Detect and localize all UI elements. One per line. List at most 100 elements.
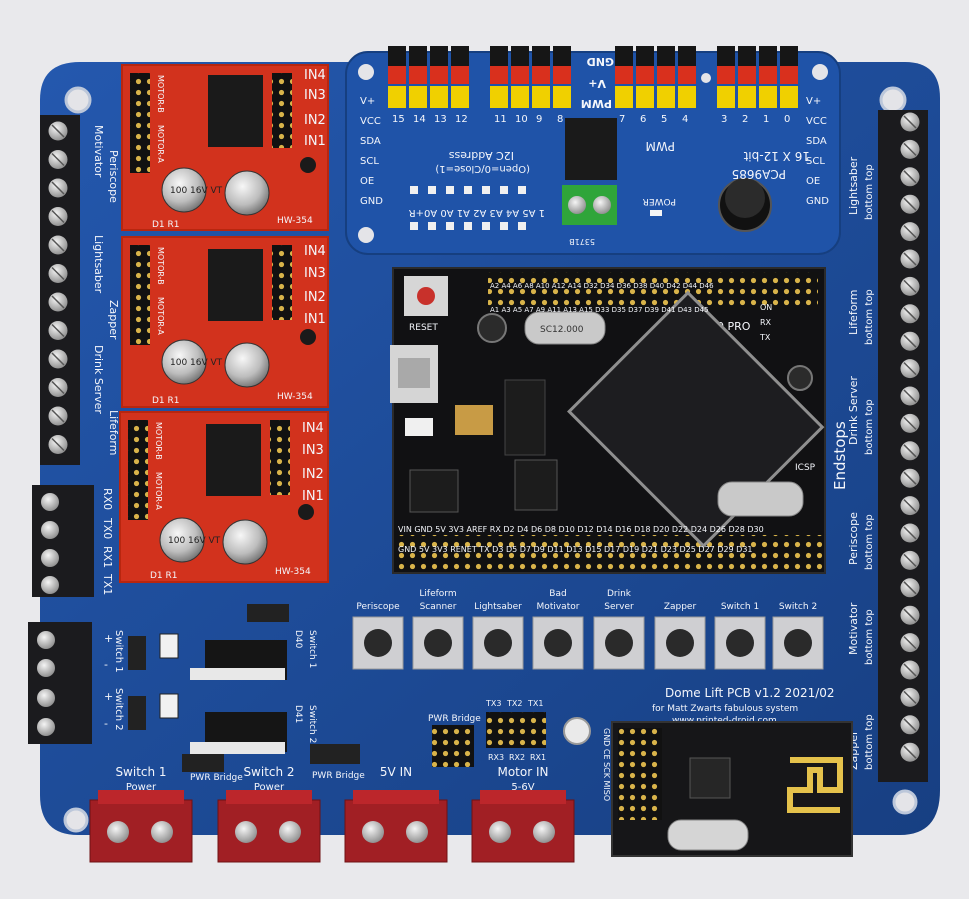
pwm-board: GND V+ PWM PWM 16 X 12-bit PCA9685 POWER… [345, 46, 841, 255]
left-terminal-block [40, 115, 80, 465]
button-cap[interactable] [424, 629, 452, 657]
switch-terminal-block: + - + - Switch 1 Switch 2 [28, 622, 124, 744]
push-button-periscope[interactable]: Periscope [352, 602, 404, 670]
button-label: Lifeform [419, 589, 456, 599]
right-label-1: Lifeform [847, 290, 860, 335]
jumpers: PWR Bridge TX3 TX2 TX1 RX3 RX2 RX1 PWR B… [190, 699, 591, 783]
button-cap[interactable] [364, 629, 392, 657]
reset-label: RESET [409, 323, 438, 333]
pwm-label: PWM [581, 97, 612, 110]
button-cap[interactable] [605, 629, 633, 657]
power-terminal-label: 5V IN [380, 765, 412, 779]
header-black [532, 46, 550, 66]
screw-slot [903, 526, 917, 540]
button-cap[interactable] [784, 629, 812, 657]
button-label: Bad [549, 589, 566, 599]
mosfet-2-sub: Switch 2 [307, 705, 317, 743]
terminal-top [226, 790, 312, 804]
header-yellow [678, 86, 696, 108]
i2c-pad [464, 222, 472, 230]
button-label: Lightsaber [474, 602, 522, 612]
tx1-label: TX1 [527, 699, 543, 708]
power-terminal-label: Motor IN [497, 765, 548, 779]
switch-block-label-0: Switch 1 [113, 630, 124, 673]
header-black [511, 46, 529, 66]
mega-top-pins-2: A1 A3 A5 A7 A9 A11 A13 A15 D33 D35 D37 D… [490, 306, 709, 314]
push-button-switch-1[interactable]: Switch 1 [714, 602, 766, 670]
push-button-zapper[interactable]: Zapper [654, 602, 706, 670]
pwm-left-pin-label: OE [360, 176, 374, 187]
reset-button[interactable] [417, 287, 435, 305]
screw-slot [903, 362, 917, 376]
screw-slot [903, 170, 917, 184]
screw-slot [51, 124, 65, 138]
push-button-lightsaber[interactable]: Lightsaber [472, 602, 524, 670]
power-terminal-sub: 5-6V [511, 782, 534, 793]
header-yellow [780, 86, 798, 108]
header-black [657, 46, 675, 66]
screw-slot [903, 636, 917, 650]
pca9685-chip [565, 118, 617, 180]
button-label: Switch 1 [721, 602, 759, 612]
screw-slot [51, 181, 65, 195]
screw-slot [903, 444, 917, 458]
i2c-pad [410, 222, 418, 230]
cap-text: 100 16V VT [168, 536, 221, 546]
push-button-switch-2[interactable]: Switch 2 [772, 602, 824, 670]
driver-model: HW-354 [277, 392, 313, 402]
right-label-3: Periscope [847, 512, 860, 565]
terminal-screw [151, 821, 173, 843]
header-black [717, 46, 735, 66]
header-red [657, 66, 675, 84]
button-cap[interactable] [726, 629, 754, 657]
screw-slot [51, 152, 65, 167]
left-label-2: Lightsaber [92, 235, 105, 294]
pwr-bridge-small-1: PWR Bridge [190, 773, 243, 783]
i2c-pad [428, 186, 436, 194]
driver-in4: IN4 [302, 421, 324, 436]
pwm-channel-number: 7 [619, 114, 625, 125]
driver-motor-b: MOTOR-B [154, 422, 163, 460]
pwm-channel-number: 3 [721, 114, 727, 125]
i2c-pad [518, 186, 526, 194]
terminal-screw [279, 821, 301, 843]
switch-pin-3: - [104, 717, 108, 730]
screw-slot [51, 295, 65, 309]
header-yellow [490, 86, 508, 108]
terminal-body [344, 799, 448, 863]
left-label-1: Periscope [107, 150, 120, 203]
header-yellow [511, 86, 529, 108]
right-sub-2: bottom top [864, 399, 875, 455]
pwm-channel-number: 4 [682, 114, 688, 125]
button-cap[interactable] [666, 629, 694, 657]
header-black [553, 46, 571, 66]
button-cap[interactable] [484, 629, 512, 657]
switch-block-label-1: Switch 2 [113, 688, 124, 731]
i2c-pad [446, 186, 454, 194]
header-yellow [553, 86, 571, 108]
screw-slot [903, 389, 917, 403]
screw-slot [51, 437, 65, 452]
pwm-channel-number: 15 [392, 114, 405, 125]
header-black [490, 46, 508, 66]
header-yellow [388, 86, 406, 108]
mosfet-1: D40 Switch 1 [128, 604, 317, 680]
button-cap[interactable] [544, 629, 572, 657]
button-label: Scanner [420, 602, 457, 612]
pwm-power-label: POWER [643, 196, 676, 206]
right-label-2: Drink Server [847, 376, 860, 445]
header-black [636, 46, 654, 66]
button-label: Server [604, 602, 634, 612]
screw-slot [903, 416, 917, 430]
driver-in2: IN2 [304, 290, 326, 305]
header-yellow [532, 86, 550, 108]
pwm-channel-number: 13 [434, 114, 447, 125]
mosfet-2-id: D41 [293, 705, 303, 723]
driver-in4: IN4 [304, 244, 326, 259]
driver-in3: IN3 [304, 88, 326, 103]
mega-2560-pro: RESET SC12.000 MEGA 2560 PRO ON RX TX IC… [390, 267, 826, 574]
terminal-top [353, 790, 439, 804]
